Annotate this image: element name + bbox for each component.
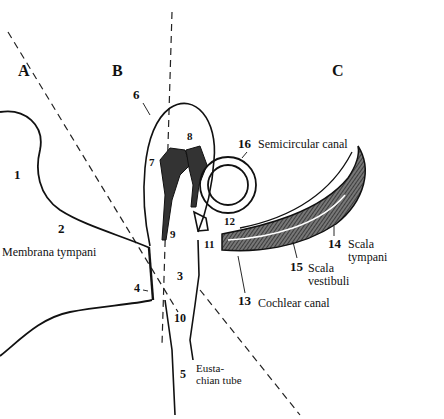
callout-number: 11: [204, 238, 214, 250]
cochlea: [222, 146, 365, 251]
part-label: Eusta- chian tube: [196, 362, 246, 386]
malleus: [160, 148, 190, 240]
scala-tympani-band: [222, 146, 365, 251]
outer-ear: [0, 111, 152, 356]
region-letter: A: [18, 62, 30, 80]
callout-number: 14: [328, 237, 341, 251]
scala-vestibuli-line: [228, 195, 345, 240]
callout-number: 16: [238, 137, 251, 151]
auricle-outline: [0, 111, 150, 248]
part-label: Membrana tympani: [2, 246, 96, 259]
cavity-outline: [144, 103, 214, 246]
part-label: Cochlear canal: [258, 297, 330, 310]
part-label: Scala tympani: [348, 238, 404, 264]
canal-wall: [0, 300, 152, 356]
division-lines: [8, 12, 300, 415]
leader-line: [242, 152, 247, 158]
callout-number: 7: [149, 156, 155, 168]
leader-lines: [143, 103, 334, 293]
leader-line: [334, 226, 335, 236]
division-line: [8, 32, 178, 312]
cavity-wall: [195, 240, 199, 305]
canal-outer: [200, 157, 256, 213]
region-letter: B: [112, 62, 123, 80]
leader-line: [238, 256, 245, 293]
region-letter: C: [332, 62, 344, 80]
tube-wall: [190, 305, 195, 360]
callout-number: 15: [290, 260, 303, 274]
callout-number: 3: [177, 270, 183, 283]
leader-line: [143, 290, 148, 291]
tube-wall: [165, 300, 175, 415]
semicircular-canal: [200, 157, 256, 213]
cochlea-outline: [240, 152, 352, 228]
callout-number: 4: [134, 282, 140, 295]
leader-line: [293, 242, 297, 258]
part-label: Semicircular canal: [258, 138, 348, 151]
callout-number: 8: [187, 130, 193, 142]
canal-inner: [208, 165, 248, 205]
callout-number: 13: [238, 294, 251, 308]
membrane: [149, 248, 153, 300]
callout-number: 10: [174, 312, 186, 325]
callout-number: 12: [224, 215, 235, 227]
stapes: [194, 212, 208, 231]
callout-number: 5: [180, 368, 186, 381]
part-label: Scala vestibuli: [308, 262, 364, 288]
callout-number: 2: [58, 222, 65, 236]
leader-line: [143, 103, 150, 115]
callout-number: 1: [14, 168, 21, 182]
callout-number: 9: [170, 228, 176, 240]
callout-number: 6: [133, 88, 140, 102]
